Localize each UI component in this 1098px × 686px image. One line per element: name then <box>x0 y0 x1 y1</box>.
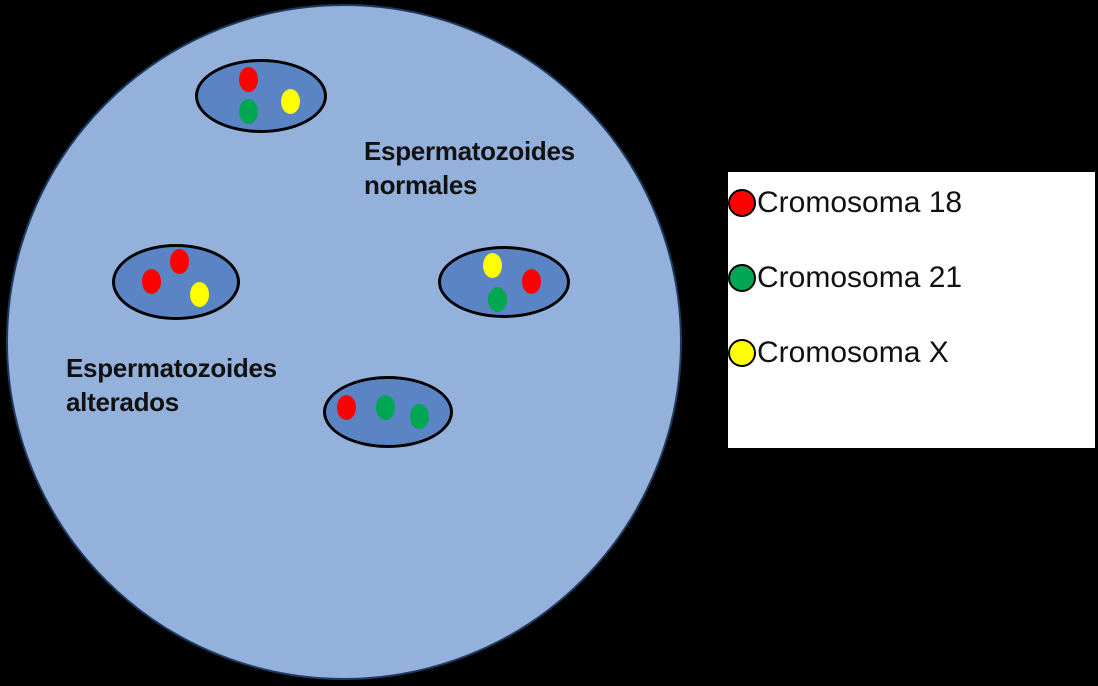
label-altered-sperm: Espermatozoides alterados <box>66 353 277 417</box>
legend-item-chromosome-x: Cromosoma X <box>728 336 949 370</box>
chromosome-x-dot <box>483 253 502 278</box>
chromosome-21-dot <box>488 287 507 312</box>
legend-label-chromosome-18: Cromosoma 18 <box>757 186 963 219</box>
chromosome-18-dot <box>337 395 356 420</box>
chromosome-18-legend-swatch <box>728 189 756 217</box>
chromosome-x-legend-swatch <box>728 339 756 367</box>
chromosome-21-dot <box>376 395 395 420</box>
legend-item-chromosome-18: Cromosoma 18 <box>728 186 962 220</box>
sperm-cell-normal-top <box>195 59 327 133</box>
chromosome-21-legend-swatch <box>728 264 756 292</box>
legend-item-chromosome-21: Cromosoma 21 <box>728 261 962 295</box>
legend-label-chromosome-21: Cromosoma 21 <box>757 261 963 294</box>
label-normal-sperm: Espermatozoides normales <box>364 136 575 200</box>
chromosome-18-dot <box>522 269 541 294</box>
chromosome-21-dot <box>410 404 429 429</box>
chromosome-18-dot <box>239 67 258 92</box>
legend: Cromosoma 18 Cromosoma 21 Cromosoma X <box>728 172 1095 448</box>
chromosome-21-dot <box>239 99 258 124</box>
cell-circle <box>6 4 682 680</box>
chromosome-x-dot <box>281 89 300 114</box>
chromosome-18-dot <box>142 269 161 294</box>
chromosome-18-dot <box>170 249 189 274</box>
chromosome-x-dot <box>190 282 209 307</box>
legend-label-chromosome-x: Cromosoma X <box>757 336 949 369</box>
